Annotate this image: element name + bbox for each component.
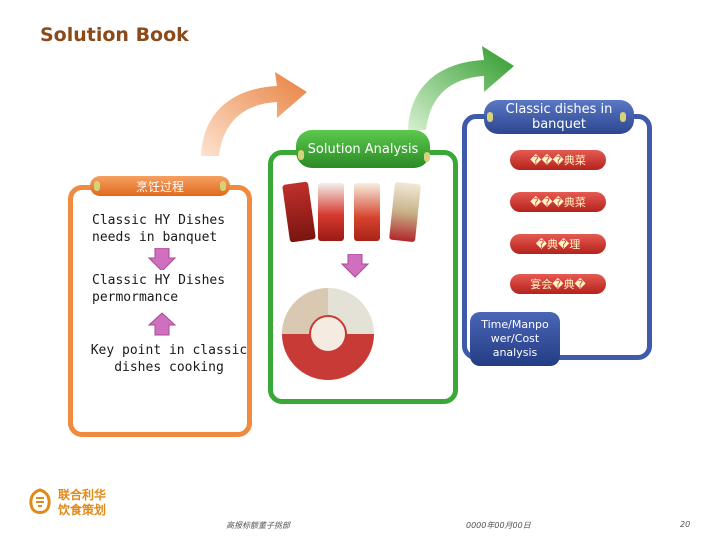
pill-dot [620,112,626,122]
time-manpower-cost-analysis[interactable]: Time/Manpo wer/Cost analysis [470,312,560,366]
left-item-1-text: Classic HY Dishes needs in banquet [92,213,226,245]
footer-logo-line2: 饮食策划 [58,503,107,517]
green-stage-label[interactable]: Solution Analysis [296,130,430,168]
left-item-3-text: Key point in classic dishes cooking [90,343,248,375]
curved-arrow-orange-icon [201,72,307,156]
pill-dot [220,181,226,191]
footer-logo-line1: 联合利华 [58,488,107,502]
blue-stage-label[interactable]: Classic dishes in banquet [484,100,634,134]
blue-list-button-3[interactable]: �典�理 [510,234,606,254]
footer-logo-text: 联合利华 饮食策划 [58,488,106,518]
product-package-image [354,183,380,241]
down-arrow-icon [148,248,176,272]
blue-list-button-1[interactable]: ���典菜 [510,150,606,170]
blue-list-button-2[interactable]: ���典菜 [510,192,606,212]
left-item-3: Key point in classic dishes cooking [84,342,254,376]
page-title: Solution Book [40,24,189,46]
pill-dot [94,181,100,191]
left-item-1: Classic HY Dishes needs in banquet [88,210,234,245]
footer-date: 0000年00月00日 [466,521,531,530]
orange-stage-label[interactable]: 烹饪过程 [90,176,230,196]
product-package-image [318,183,344,241]
curved-arrow-green-icon [408,46,514,130]
unilever-logo-icon [29,488,51,514]
down-arrow-icon [341,254,369,278]
left-item-2-text: Classic HY Dishes permormance [92,273,226,305]
footer-page-number: 20 [680,520,691,529]
analysis-wheel-image [282,288,374,380]
footer-department: 高报标额董子挑部 [226,521,290,530]
pill-dot [424,152,430,162]
blue-list-button-4[interactable]: 宴会�典� [510,274,606,294]
pill-dot [487,112,493,122]
up-arrow-icon [148,312,176,336]
pill-dot [298,150,304,160]
left-item-2: Classic HY Dishes permormance [88,270,234,305]
